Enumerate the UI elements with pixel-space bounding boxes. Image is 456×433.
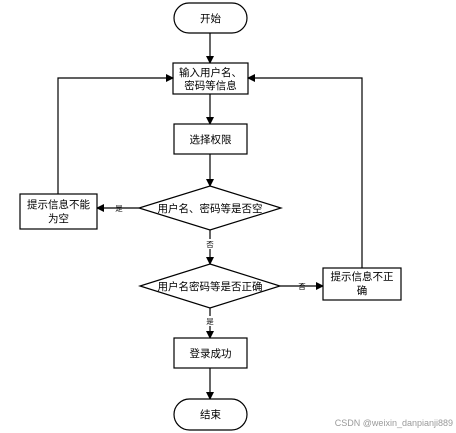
empty-prompt-line2: 为空 bbox=[48, 212, 69, 225]
label-yes-2: 是 bbox=[206, 317, 214, 326]
arrow-wrong-prompt-to-input bbox=[247, 74, 363, 268]
select-permission-label: 选择权限 bbox=[190, 133, 232, 146]
wrong-prompt-box bbox=[322, 267, 402, 301]
label-yes-2-bg bbox=[204, 316, 216, 326]
login-success-label: 登录成功 bbox=[190, 347, 232, 360]
empty-prompt-box bbox=[19, 193, 98, 230]
end-label: 结束 bbox=[200, 408, 221, 421]
decision-empty-label: 用户名、密码等是否空 bbox=[158, 202, 263, 215]
login-success-box bbox=[173, 337, 248, 369]
end-terminal bbox=[173, 398, 248, 431]
decision-correct-label: 用户名密码等是否正确 bbox=[158, 280, 263, 293]
empty-prompt-line1: 提示信息不能 bbox=[27, 198, 90, 211]
label-yes-1: 是 bbox=[115, 204, 123, 213]
watermark: CSDN @weixin_danpianji889 bbox=[335, 418, 453, 428]
label-no-1-bg bbox=[204, 239, 216, 249]
input-box bbox=[172, 62, 249, 95]
start-label: 开始 bbox=[200, 12, 221, 25]
label-no-2: 否 bbox=[298, 282, 306, 291]
wrong-prompt-line2: 确 bbox=[357, 284, 368, 297]
input-label-line2: 密码等信息 bbox=[184, 79, 237, 92]
wrong-prompt-line1: 提示信息不正 bbox=[331, 270, 394, 283]
arrow-empty-prompt-to-input bbox=[57, 74, 174, 194]
input-label-line1: 输入用户名、 bbox=[179, 66, 242, 79]
label-no-1: 否 bbox=[206, 240, 214, 249]
